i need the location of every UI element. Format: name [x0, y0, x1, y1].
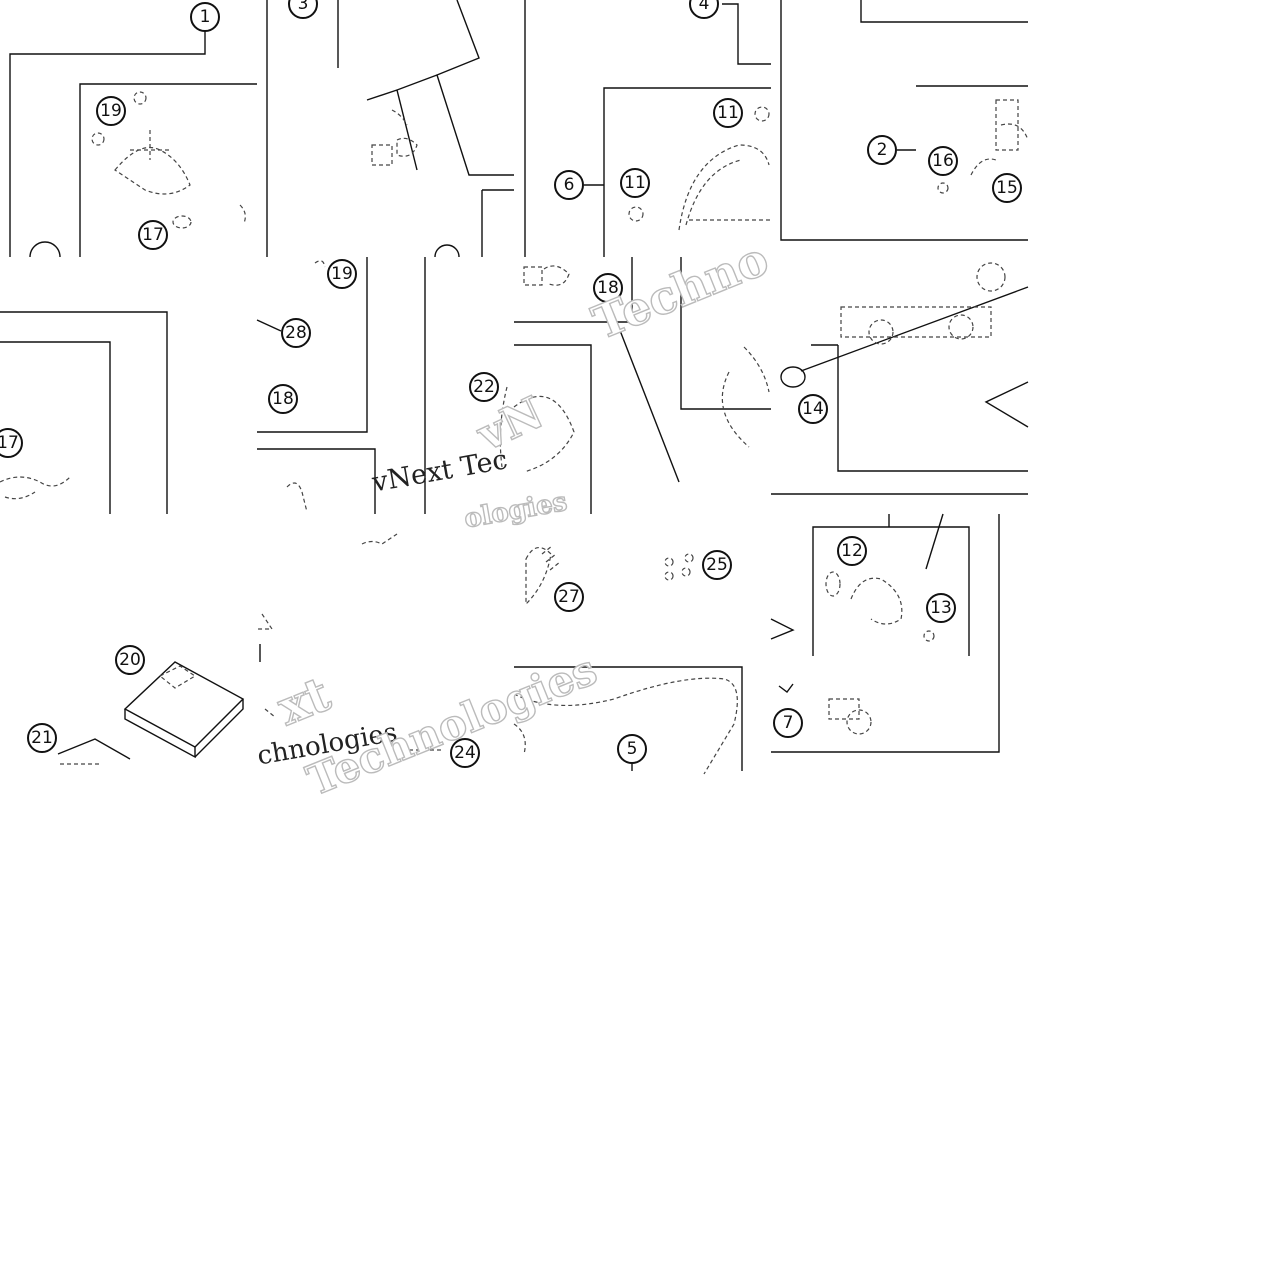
- callout-22: 22: [469, 372, 499, 402]
- callout-5: 5: [617, 734, 647, 764]
- diagram-tile-bottom-left: 20 21: [0, 514, 257, 771]
- tile-linework: [256, 257, 508, 514]
- callout-17: 17: [138, 220, 168, 250]
- callout-11: 11: [620, 168, 650, 198]
- tile-linework: [0, 311, 168, 514]
- tile-linework: [524, 0, 771, 257]
- callout-13: 13: [926, 593, 956, 623]
- tile-linework: [513, 257, 771, 514]
- tile-linework: [771, 262, 1029, 495]
- callout-16: 16: [928, 146, 958, 176]
- diagram-tile-top-center-right: 4 11 6 11: [514, 0, 771, 257]
- callout-18: 18: [593, 273, 623, 303]
- tile-linework: [57, 661, 245, 765]
- callout-28: 28: [281, 318, 311, 348]
- tile-linework: [513, 545, 743, 775]
- callout-19: 19: [96, 96, 126, 126]
- callout-20: 20: [115, 645, 145, 675]
- diagram-tile-middle-right: 14: [771, 257, 1029, 514]
- tile-linework: [257, 533, 442, 751]
- callout-27: 27: [554, 582, 584, 612]
- callout-2: 2: [867, 135, 897, 165]
- callout-15: 15: [992, 173, 1022, 203]
- callout-24: 24: [450, 738, 480, 768]
- diagram-tile-bottom-center-left: 24: [257, 514, 514, 771]
- tile-linework: [770, 513, 1000, 753]
- tile-linework: [780, 0, 1029, 241]
- tile-linework: [9, 30, 257, 258]
- callout-18: 18: [268, 384, 298, 414]
- diagram-tile-top-left: 1 19 17: [0, 0, 257, 258]
- diagram-tile-middle-left: 17: [0, 257, 257, 514]
- diagram-tile-bottom-right: 12 13 7: [770, 513, 1028, 771]
- callout-25: 25: [702, 550, 732, 580]
- callout-21: 21: [27, 723, 57, 753]
- diagram-tile-bottom-center-right: 25 27 5: [513, 514, 771, 775]
- callout-19: 19: [327, 259, 357, 289]
- callout-17: 17: [0, 428, 23, 458]
- callout-11: 11: [713, 98, 743, 128]
- diagram-tile-top-center-left: 3: [257, 0, 514, 258]
- diagram-tile-middle-center-left: 19 28 18 22: [256, 257, 514, 514]
- callout-7: 7: [773, 708, 803, 738]
- callout-1: 1: [190, 2, 220, 32]
- callout-12: 12: [837, 536, 867, 566]
- callout-6: 6: [554, 170, 584, 200]
- diagram-tile-middle-center-right: 18: [513, 257, 771, 514]
- diagram-tile-top-right: 2 16 15: [771, 0, 1029, 257]
- callout-14: 14: [798, 394, 828, 424]
- tile-linework: [266, 0, 514, 258]
